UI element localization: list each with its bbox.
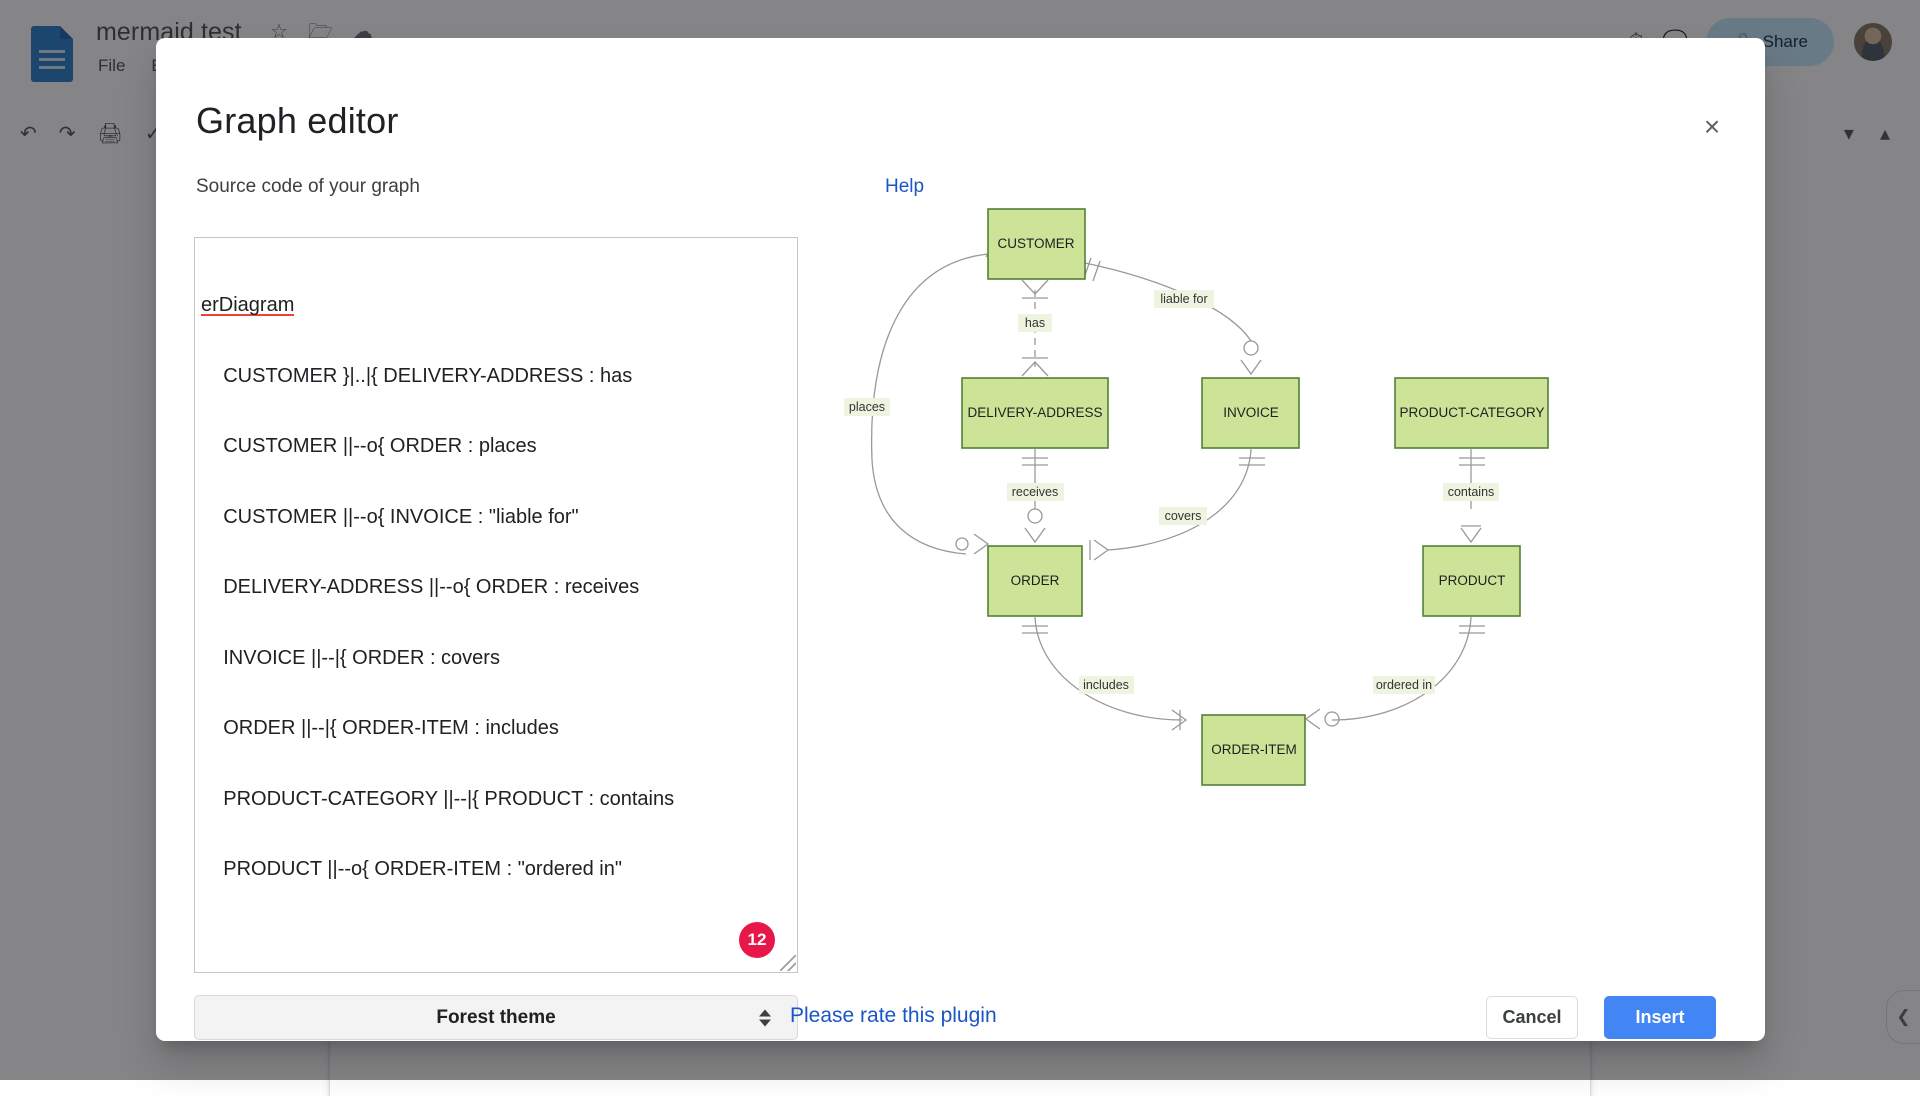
code-line: PRODUCT-CATEGORY ||--|{ PRODUCT : contai… [201, 788, 674, 812]
rate-plugin-link[interactable]: Please rate this plugin [790, 1004, 997, 1028]
marker-one-productcategory-contains [1459, 458, 1485, 465]
theme-select[interactable]: Forest theme [194, 995, 798, 1040]
code-line: ORDER ||--|{ ORDER-ITEM : includes [201, 717, 674, 741]
entity-product-label: PRODUCT [1439, 573, 1506, 588]
cancel-button[interactable]: Cancel [1486, 996, 1578, 1039]
entity-invoice-label: INVOICE [1223, 405, 1279, 420]
edge-label-ordered-in: ordered in [1373, 676, 1435, 694]
insert-button[interactable]: Insert [1604, 996, 1716, 1039]
entity-order-label: ORDER [1011, 573, 1060, 588]
edge-label-liable-for-text: liable for [1160, 292, 1207, 306]
entity-product-category-label: PRODUCT-CATEGORY [1399, 405, 1544, 420]
code-line: PRODUCT ||--o{ ORDER-ITEM : "ordered in" [201, 858, 674, 882]
entity-customer-label: CUSTOMER [997, 236, 1074, 251]
marker-one-invoice-covers [1239, 458, 1265, 465]
code-line: CUSTOMER }|..|{ DELIVERY-ADDRESS : has [201, 365, 674, 389]
edge-label-includes-text: includes [1083, 678, 1129, 692]
resize-grip-icon[interactable] [780, 955, 796, 971]
code-line: DELIVERY-ADDRESS ||--o{ ORDER : receives [201, 576, 674, 600]
edge-product-orderitem [1332, 617, 1471, 720]
edge-label-places-text: places [849, 400, 885, 414]
spinner-arrows-icon[interactable] [759, 1009, 771, 1026]
marker-many-order-covers [1090, 540, 1108, 560]
edge-label-places: places [844, 398, 890, 416]
entity-delivery-address-label: DELIVERY-ADDRESS [967, 405, 1102, 420]
code-line-6: ORDER ||--|{ ORDER-ITEM : includes [201, 717, 559, 739]
code-line: erDiagram [201, 294, 674, 318]
edge-label-receives: receives [1007, 483, 1064, 501]
close-icon[interactable]: × [1695, 110, 1729, 144]
edge-label-ordered-in-text: ordered in [1376, 678, 1432, 692]
code-line-3: CUSTOMER ||--o{ INVOICE : "liable for" [201, 506, 579, 528]
marker-one-product-orderedin [1459, 626, 1485, 633]
code-line-4: DELIVERY-ADDRESS ||--o{ ORDER : receives [201, 576, 639, 598]
code-line-2: CUSTOMER ||--o{ ORDER : places [201, 435, 537, 457]
marker-many-product-contains [1461, 526, 1481, 542]
edge-label-covers-text: covers [1165, 509, 1202, 523]
edge-label-contains-text: contains [1448, 485, 1495, 499]
code-line: CUSTOMER ||--o{ ORDER : places [201, 435, 674, 459]
edge-invoice-order [1108, 449, 1251, 550]
marker-one-order-includes [1022, 626, 1048, 633]
edge-order-orderitem [1035, 617, 1182, 720]
edge-label-covers: covers [1159, 507, 1207, 525]
code-line-5: INVOICE ||--|{ ORDER : covers [201, 647, 500, 669]
edge-label-has-text: has [1025, 316, 1045, 330]
entity-invoice[interactable]: INVOICE [1202, 378, 1299, 448]
graph-editor-dialog: Graph editor × Source code of your graph… [156, 38, 1765, 1041]
marker-zero-many-orderitem-orderedin [1306, 709, 1339, 729]
code-line: CUSTOMER ||--o{ INVOICE : "liable for" [201, 506, 674, 530]
entity-order-item[interactable]: ORDER-ITEM [1202, 715, 1305, 785]
entity-order[interactable]: ORDER [988, 546, 1082, 616]
help-link[interactable]: Help [885, 176, 924, 198]
edge-label-has: has [1018, 314, 1052, 332]
source-code-text: erDiagram CUSTOMER }|..|{ DELIVERY-ADDRE… [201, 247, 674, 929]
theme-select-value: Forest theme [436, 1007, 555, 1029]
entity-product[interactable]: PRODUCT [1423, 546, 1520, 616]
code-line-1: CUSTOMER }|..|{ DELIVERY-ADDRESS : has [201, 365, 632, 387]
edge-label-includes: includes [1079, 676, 1134, 694]
entity-customer[interactable]: CUSTOMER [988, 209, 1085, 279]
marker-zero-many-order-places [956, 534, 988, 554]
marker-zero-many-invoice [1241, 341, 1261, 374]
edge-label-liable-for: liable for [1154, 290, 1214, 308]
diagram-preview: places has liable for receives covers in… [816, 208, 1736, 968]
code-line-8: PRODUCT ||--o{ ORDER-ITEM : "ordered in" [201, 858, 622, 880]
entity-order-item-label: ORDER-ITEM [1211, 742, 1297, 757]
marker-one-customer-invoice [1084, 258, 1100, 281]
source-code-label: Source code of your graph [196, 176, 420, 198]
entity-delivery-address[interactable]: DELIVERY-ADDRESS [962, 378, 1108, 448]
dialog-title: Graph editor [196, 100, 399, 142]
entity-product-category[interactable]: PRODUCT-CATEGORY [1395, 378, 1548, 448]
code-line: INVOICE ||--|{ ORDER : covers [201, 647, 674, 671]
code-line-0: erDiagram [201, 294, 294, 316]
character-count-badge: 12 [739, 922, 775, 958]
edge-label-contains: contains [1443, 483, 1499, 501]
code-line-7: PRODUCT-CATEGORY ||--|{ PRODUCT : contai… [201, 788, 674, 810]
source-code-editor[interactable]: erDiagram CUSTOMER }|..|{ DELIVERY-ADDRE… [194, 237, 798, 973]
edge-label-receives-text: receives [1012, 485, 1059, 499]
marker-zero-many-order-receives [1025, 509, 1045, 542]
